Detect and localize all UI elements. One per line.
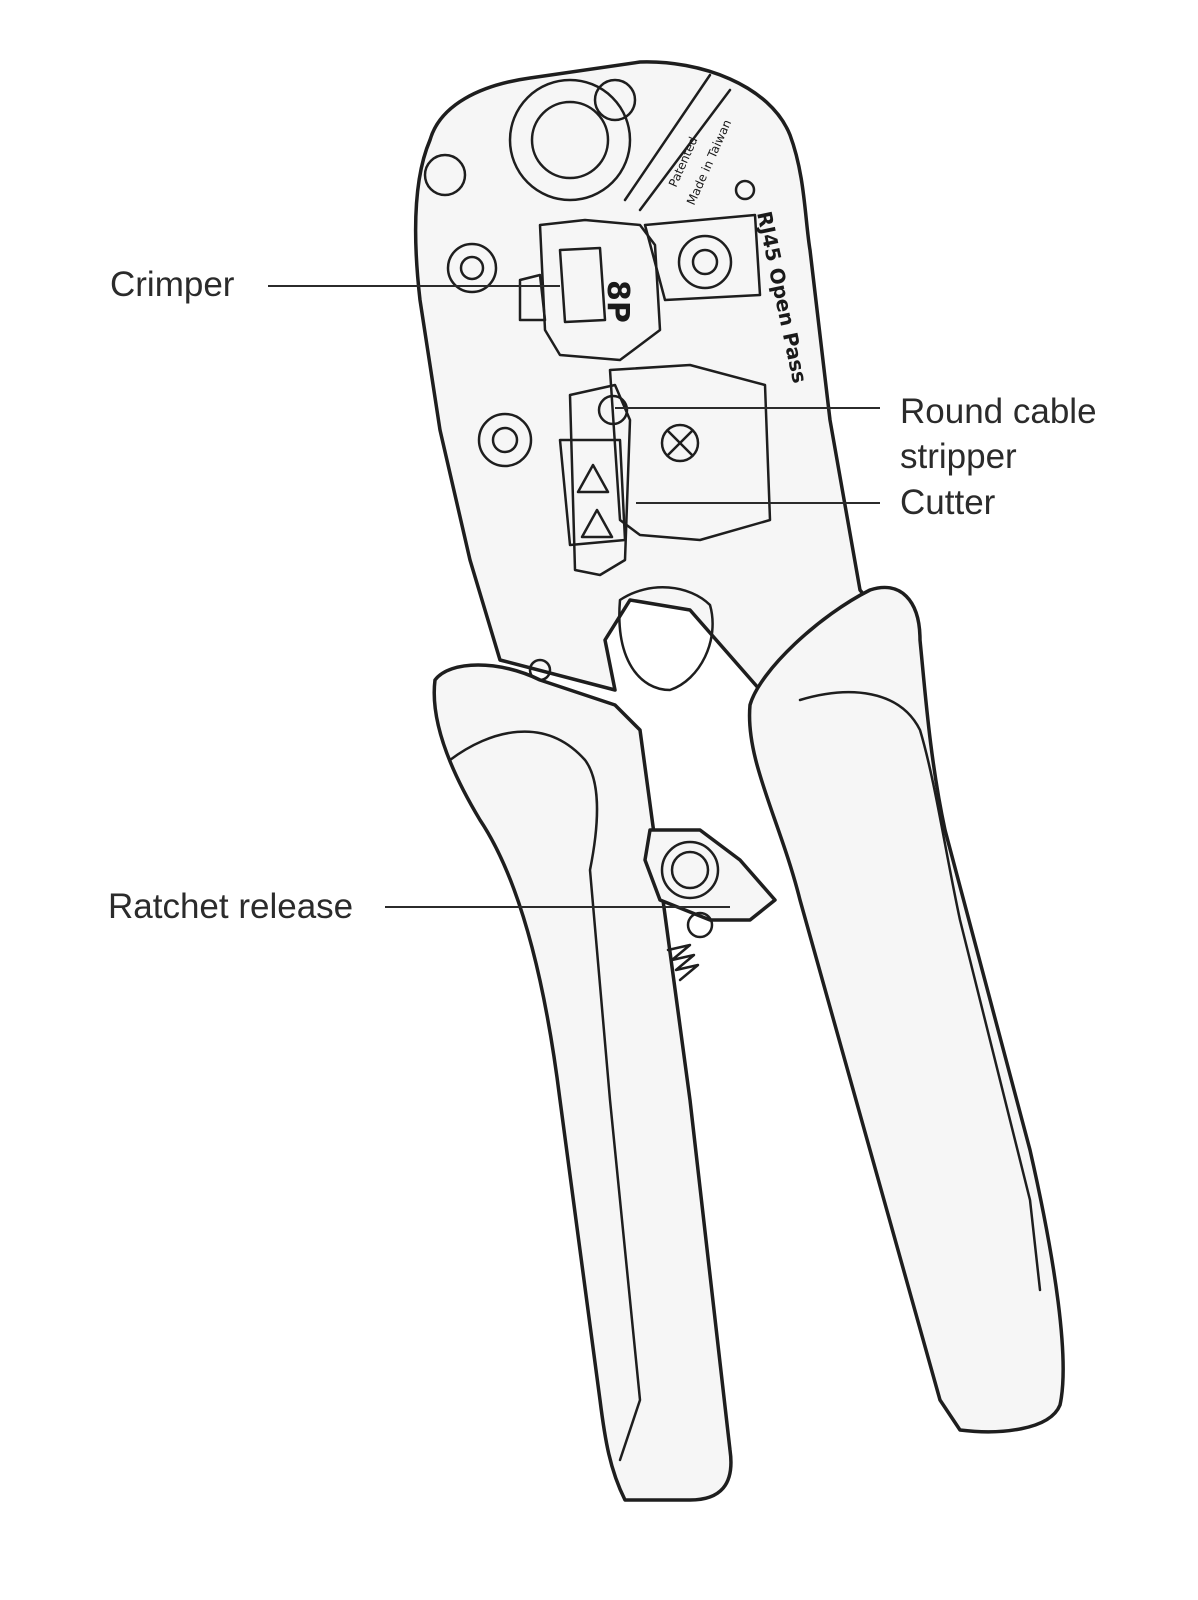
- callout-round-cable-stripper: Round cable stripper: [615, 392, 1097, 476]
- callout-label-round-cable-stripper-line2: stripper: [900, 437, 1017, 476]
- ratchet-release-mechanism: [643, 828, 777, 982]
- tool-head: [413, 60, 902, 692]
- callout-label-ratchet-release: Ratchet release: [108, 887, 353, 926]
- callout-label-cutter: Cutter: [900, 483, 996, 522]
- die-size-marking: 8P: [600, 280, 635, 323]
- callout-label-crimper: Crimper: [110, 265, 235, 304]
- callout-ratchet-release: Ratchet release: [108, 887, 730, 926]
- right-handle: [747, 585, 1065, 1434]
- callout-cutter: Cutter: [636, 483, 996, 522]
- callout-crimper: Crimper: [110, 265, 560, 304]
- left-handle: [432, 663, 733, 1502]
- callout-label-round-cable-stripper-line1: Round cable: [900, 392, 1097, 431]
